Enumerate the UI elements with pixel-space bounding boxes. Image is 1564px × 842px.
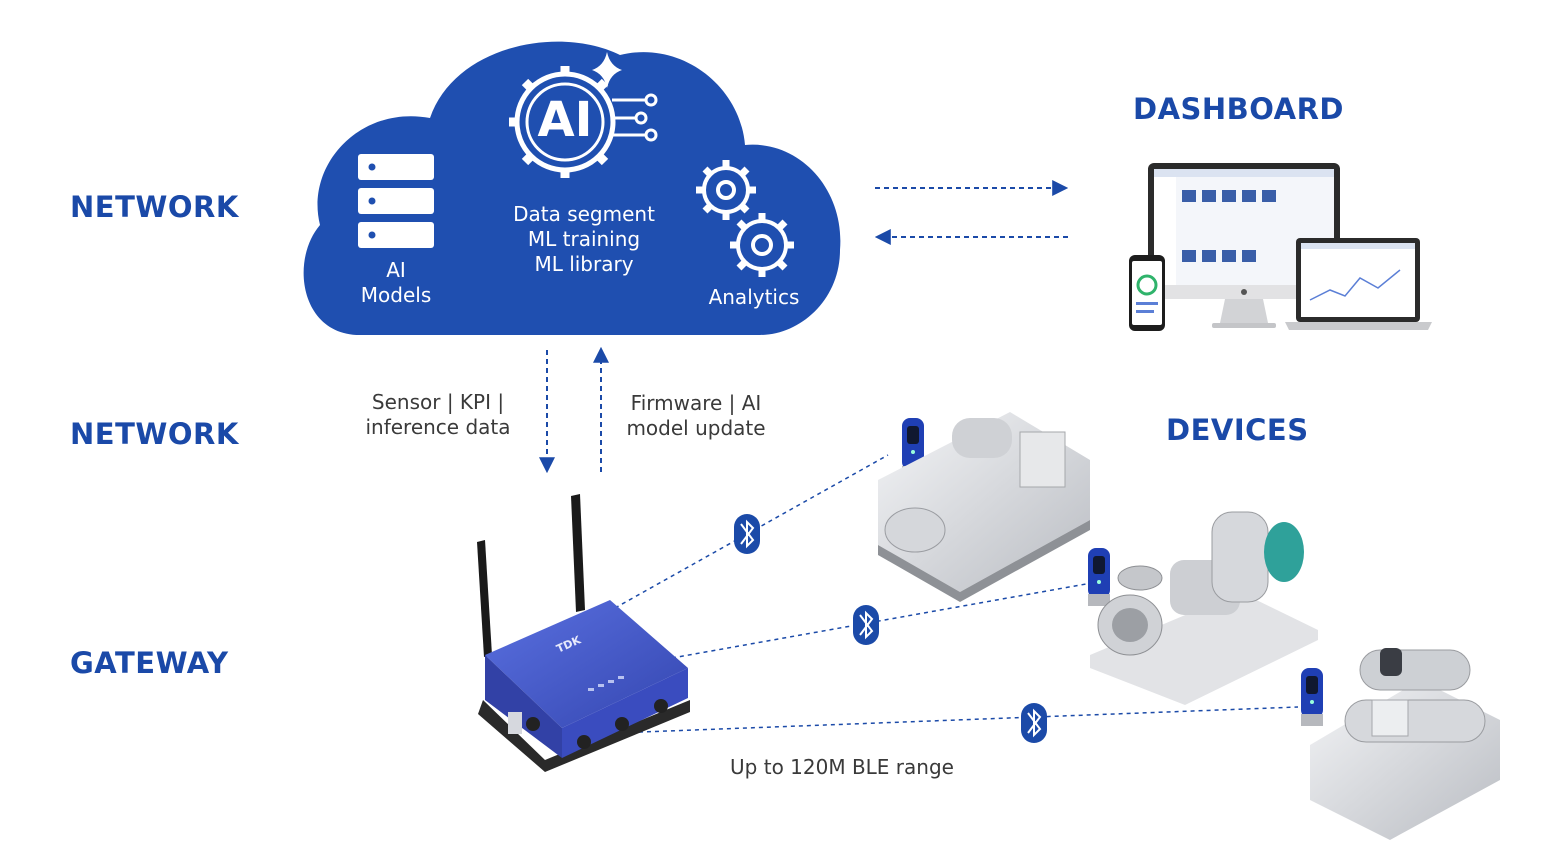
ai-badge-text: AI (537, 92, 593, 148)
ai-gear-icon (509, 66, 658, 178)
upload-flow-label: Sensor | KPI | inference data (352, 390, 524, 440)
bluetooth-icon (1021, 703, 1047, 743)
ml-library-label: ML library (534, 252, 634, 276)
layer-label-network-middle: NETWORK (70, 417, 239, 451)
gear-icon (730, 213, 794, 277)
ai-models-line2: Models (360, 283, 432, 307)
dashboard-illustration (1129, 163, 1432, 331)
layer-label-gateway: GATEWAY (70, 646, 229, 680)
cloud-center-label: Data segment ML training ML library (494, 202, 674, 277)
ai-models-label: AI Models (346, 258, 446, 308)
data-segment-label: Data segment (513, 202, 655, 226)
sparkle-icon (592, 52, 622, 88)
sensor-device (1301, 668, 1323, 726)
ble-range-label: Up to 120M BLE range (730, 755, 954, 779)
sensor-device (1088, 548, 1110, 606)
arrow-icon (539, 346, 609, 474)
machine-pump (1090, 511, 1318, 705)
ai-models-line1: AI (386, 258, 406, 282)
arrow-icon (874, 180, 1069, 245)
download-flow-line1: Firmware | AI (630, 391, 762, 415)
download-flow-line2: model update (626, 416, 766, 440)
machine-chiller-2 (1310, 648, 1500, 840)
cloud-shape (303, 41, 841, 335)
bluetooth-icon (734, 514, 760, 554)
bluetooth-icon (853, 605, 879, 645)
upload-flow-line1: Sensor | KPI | (371, 390, 505, 414)
section-label-devices: DEVICES (1166, 413, 1309, 447)
server-icon (358, 154, 434, 248)
download-flow-label: Firmware | AI model update (612, 391, 780, 441)
gateway-device (477, 494, 690, 772)
section-label-dashboard: DASHBOARD (1133, 92, 1344, 126)
gear-icon (696, 160, 756, 220)
ml-training-label: ML training (527, 227, 641, 251)
upload-flow-line2: inference data (365, 415, 511, 439)
machine-chiller-1 (878, 412, 1090, 602)
analytics-label: Analytics (708, 285, 800, 309)
layer-label-network-top: NETWORK (70, 190, 239, 224)
